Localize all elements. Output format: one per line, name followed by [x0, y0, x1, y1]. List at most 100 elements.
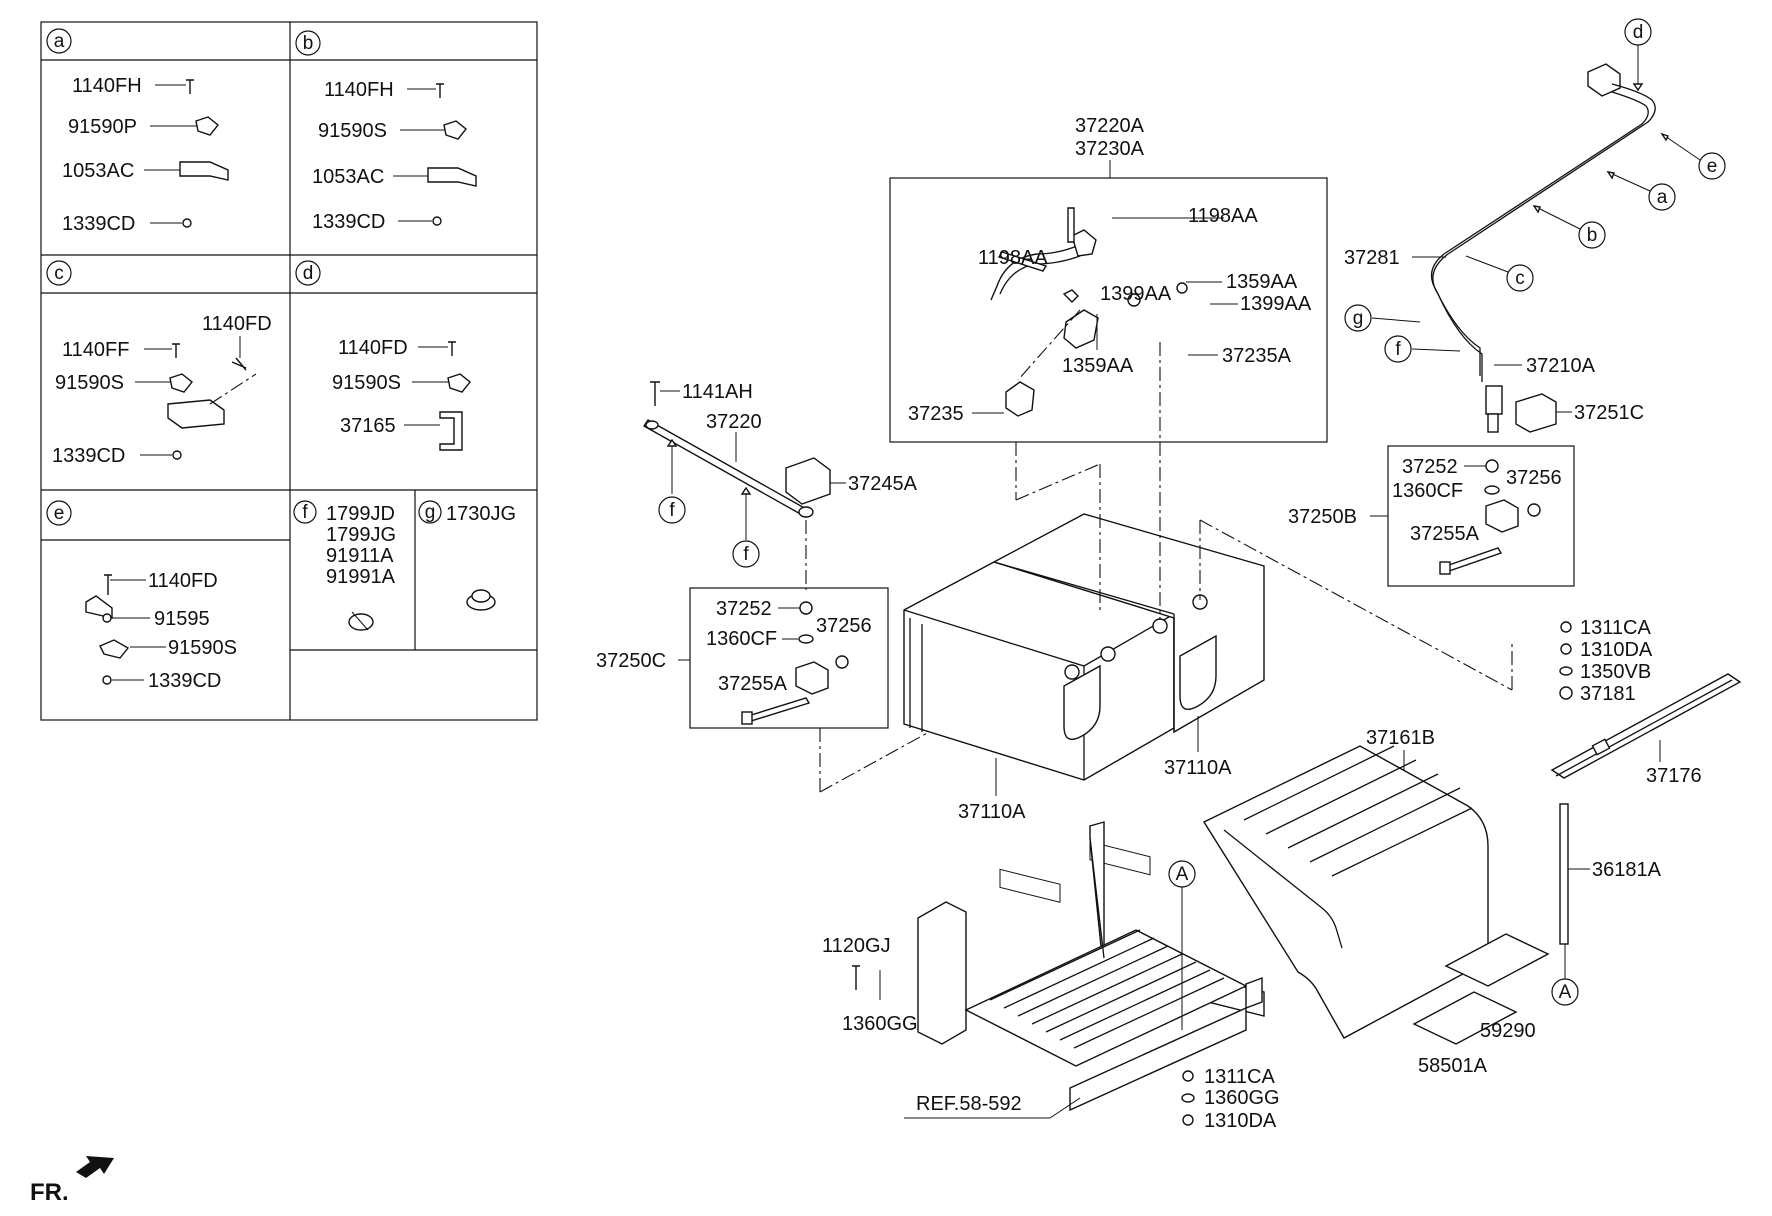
part-number-label: c — [54, 263, 64, 284]
part-number-label: 37255A — [1410, 523, 1480, 545]
part-number-label: 37161B — [1366, 727, 1435, 749]
inset-e: 1140FD 91595 91590S 1339CD — [85, 570, 237, 692]
part-number-label: 37256 — [816, 615, 872, 637]
part-number-label: 1730JG — [446, 503, 516, 525]
callout-e — [46, 500, 72, 526]
part-number-label: a — [54, 31, 65, 52]
part-number-label: 37252 — [1402, 456, 1458, 478]
part-number-label: b — [303, 33, 314, 54]
part-number-label: 37256 — [1506, 467, 1562, 489]
inset-c: 1140FF 1140FD 91590S 1339CD — [52, 313, 272, 467]
clamp-box-37250C: 37250C 37252 1360CF 37256 37255A — [596, 587, 1061, 793]
callout-c — [1506, 264, 1534, 292]
part-number-label: g — [425, 502, 436, 523]
cover-37245A — [785, 457, 831, 505]
part-number-label: 1799JD — [326, 503, 395, 525]
front-direction-indicator: FR. — [30, 1156, 114, 1206]
callout-g — [1344, 304, 1372, 332]
label-59290 — [1444, 933, 1550, 987]
inset-table — [40, 21, 538, 721]
inset-d: 1140FD 91590S 37165 — [332, 337, 471, 451]
part-number-label: 37250C — [596, 650, 666, 672]
part-number-label: f — [1395, 339, 1401, 360]
part-number-label: 1339CD — [52, 445, 125, 467]
rod-36181A — [1559, 803, 1569, 945]
battery-tray: A 1120GJ 1360GG 1311CA 1360GG 1310DA REF… — [822, 821, 1280, 1132]
part-number-label: 1140FD — [202, 313, 272, 335]
part-number-label: 1360CF — [1392, 480, 1463, 502]
label-58501A — [1412, 991, 1518, 1045]
part-number-label: 1120GJ — [822, 935, 891, 957]
part-number-label: e — [1707, 156, 1718, 177]
part-number-label: 91991A — [326, 566, 396, 588]
terminal-37235A — [1063, 309, 1099, 349]
part-number-label: 91590S — [168, 637, 237, 659]
part-number-label: 58501A — [1418, 1055, 1488, 1077]
inset-a: 1140FH 91590P 1053AC 1339CD — [62, 75, 229, 235]
callout-f — [293, 500, 317, 524]
callout-c — [46, 260, 72, 286]
part-number-label: f — [743, 544, 749, 565]
callout-a — [1648, 183, 1676, 211]
part-number-label: 1339CD — [148, 670, 221, 692]
part-number-label: 59290 — [1480, 1020, 1536, 1042]
callout-g — [418, 500, 442, 524]
part-number-label: d — [303, 263, 314, 284]
part-number-label: 1053AC — [312, 166, 384, 188]
bus-bar-37220: 1141AH 37220 37245A f f — [642, 381, 918, 590]
inset-f: 1799JD 1799JG 91911A 91991A — [326, 503, 396, 631]
part-number-label: 1310DA — [1204, 1110, 1277, 1132]
part-number-label: d — [1633, 22, 1644, 43]
part-number-label: A — [1176, 864, 1189, 885]
clamp-box-37250B: 37250B 37252 1360CF 37256 37255A — [1288, 445, 1575, 587]
part-number-label: 37255A — [718, 673, 788, 695]
part-number-label: 1311CA — [1204, 1066, 1275, 1088]
cover-37251C — [1515, 393, 1557, 433]
part-number-label: 37252 — [716, 598, 772, 620]
part-number-label: g — [1353, 308, 1364, 329]
part-number-label: f — [669, 500, 675, 521]
part-number-label: 91590S — [332, 372, 401, 394]
cover-37161B: 37161B 59290 58501A — [1202, 727, 1550, 1077]
part-number-label: 91595 — [154, 608, 210, 630]
part-number-label: 1399AA — [1240, 293, 1312, 315]
cable-assembly-box: 37220A 37230A 1198AA 1198AA 1359AA 1399A… — [889, 115, 1328, 443]
part-number-label: 1198AA — [978, 247, 1048, 269]
part-number-label: REF.58-592 — [916, 1093, 1022, 1115]
part-number-label: 37250B — [1288, 506, 1357, 528]
callout-a — [46, 28, 72, 54]
part-number-label: e — [54, 503, 65, 524]
part-number-label: 1359AA — [1226, 271, 1298, 293]
cable-37210A: 37251C 37210A 37281 d e a b c g f — [1344, 18, 1726, 433]
part-number-label: A — [1559, 982, 1572, 1003]
part-number-label: 37165 — [340, 415, 396, 437]
part-number-label: 37235 — [908, 403, 964, 425]
part-number-label: 37245A — [848, 473, 918, 495]
part-number-label: 1339CD — [312, 211, 385, 233]
part-number-label: 1359AA — [1062, 355, 1134, 377]
part-number-label: f — [302, 502, 308, 523]
part-number-label: 37110A — [958, 801, 1026, 823]
part-number-label: 91590S — [55, 372, 124, 394]
part-number-label: 1360GG — [842, 1013, 918, 1035]
part-number-label: 37235A — [1222, 345, 1292, 367]
part-number-label: 91590P — [68, 116, 137, 138]
part-number-label: 1140FF — [62, 339, 129, 361]
part-number-label: 1140FH — [72, 75, 142, 97]
part-number-label: 1053AC — [62, 160, 134, 182]
part-number-label: 37210A — [1526, 355, 1596, 377]
inset-b: 1140FH 91590S 1053AC 1339CD — [312, 79, 477, 233]
part-number-label: 1350VB — [1580, 661, 1651, 683]
callout-e — [1698, 152, 1726, 180]
part-number-label: 1360CF — [706, 628, 777, 650]
part-number-label: 37281 — [1344, 247, 1400, 269]
part-number-label: 1310DA — [1580, 639, 1653, 661]
part-number-label: 1799JG — [326, 524, 396, 546]
part-number-label: b — [1587, 225, 1598, 246]
part-number-label: 1141AH — [682, 381, 753, 403]
callout-f-2 — [732, 540, 760, 568]
positive-cable — [990, 245, 1078, 301]
battery-left: 37110A — [903, 561, 1175, 903]
front-arrow-icon — [76, 1156, 114, 1178]
